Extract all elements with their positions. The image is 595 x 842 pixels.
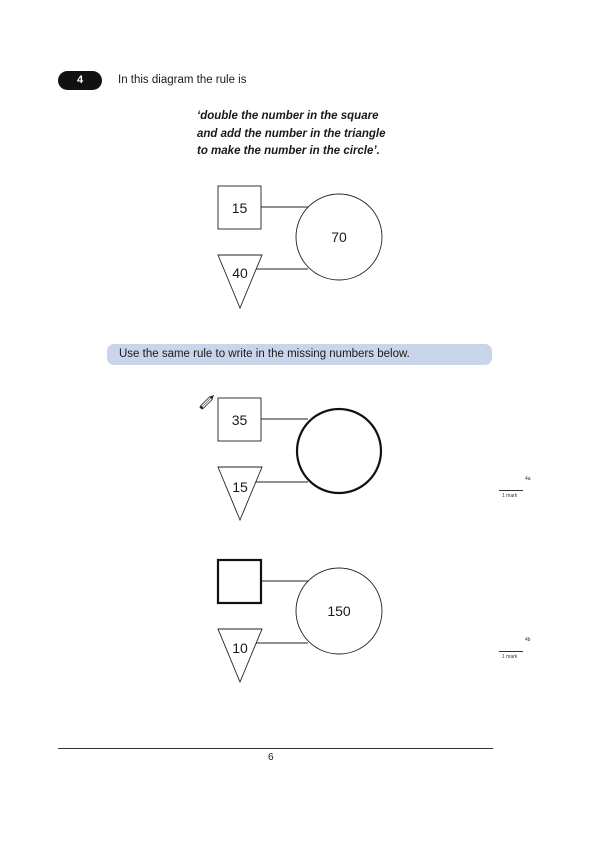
example-circle-value: 70 xyxy=(331,229,347,245)
example-circle xyxy=(295,193,383,281)
part-a-triangle xyxy=(217,466,263,522)
part-a-triangle-value: 15 xyxy=(232,479,248,495)
footer-rule xyxy=(58,748,493,749)
mark-text-4a: 1 mark xyxy=(502,493,518,499)
example-square xyxy=(217,185,262,230)
example-triangle-value: 40 xyxy=(232,265,248,281)
rule-line-2: and add the number in the triangle xyxy=(197,127,386,140)
rule-line-1: ‘double the number in the square xyxy=(197,110,379,122)
page-number: 6 xyxy=(268,752,274,763)
part-b-diagram: 10 150 xyxy=(216,558,383,684)
instruction-banner: Use the same rule to write in the missin… xyxy=(107,344,492,365)
part-b-square-answer-box[interactable] xyxy=(216,558,263,605)
part-b-circle-value: 150 xyxy=(327,603,351,619)
mark-id-4b: 4b xyxy=(525,637,531,643)
example-square-value: 15 xyxy=(232,200,248,216)
pencil-icon xyxy=(199,394,215,410)
part-b-triangle-value: 10 xyxy=(232,640,248,656)
part-a-diagram: 35 15 xyxy=(217,397,383,522)
question-number-badge: 4 xyxy=(58,71,102,90)
mark-text-4b: 1 mark xyxy=(502,654,518,660)
rule-text: ‘double the number in the square and add… xyxy=(197,108,386,161)
example-diagram: 15 40 70 xyxy=(217,185,383,310)
rule-line-3: to make the number in the circle’. xyxy=(197,145,380,157)
example-triangle xyxy=(217,254,263,310)
mark-line-4a xyxy=(499,490,523,491)
question-intro: In this diagram the rule is xyxy=(118,74,247,86)
part-a-square-value: 35 xyxy=(232,412,248,428)
part-b-triangle xyxy=(217,628,263,684)
part-a-circle-answer-box[interactable] xyxy=(295,407,383,495)
mark-id-4a: 4a xyxy=(525,476,531,482)
part-b-circle xyxy=(295,567,383,655)
part-a-square xyxy=(217,397,262,442)
mark-line-4b xyxy=(499,651,523,652)
